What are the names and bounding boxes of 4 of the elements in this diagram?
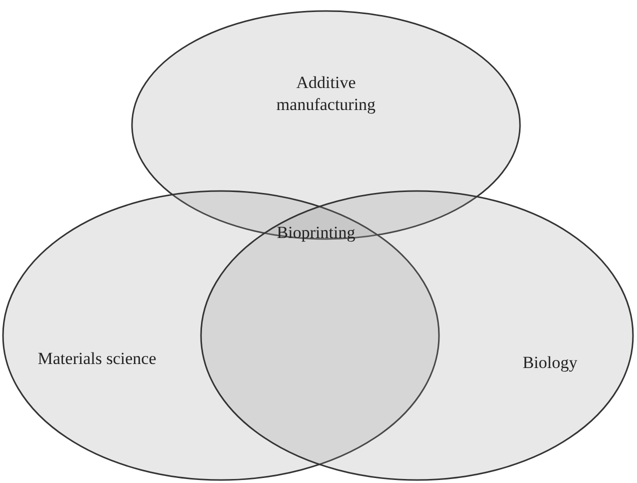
set-label: Materials science (37, 348, 157, 370)
intersection-label: Bioprinting (276, 222, 356, 244)
set-label: Additive manufacturing (275, 72, 377, 116)
set-label: Biology (522, 352, 578, 374)
